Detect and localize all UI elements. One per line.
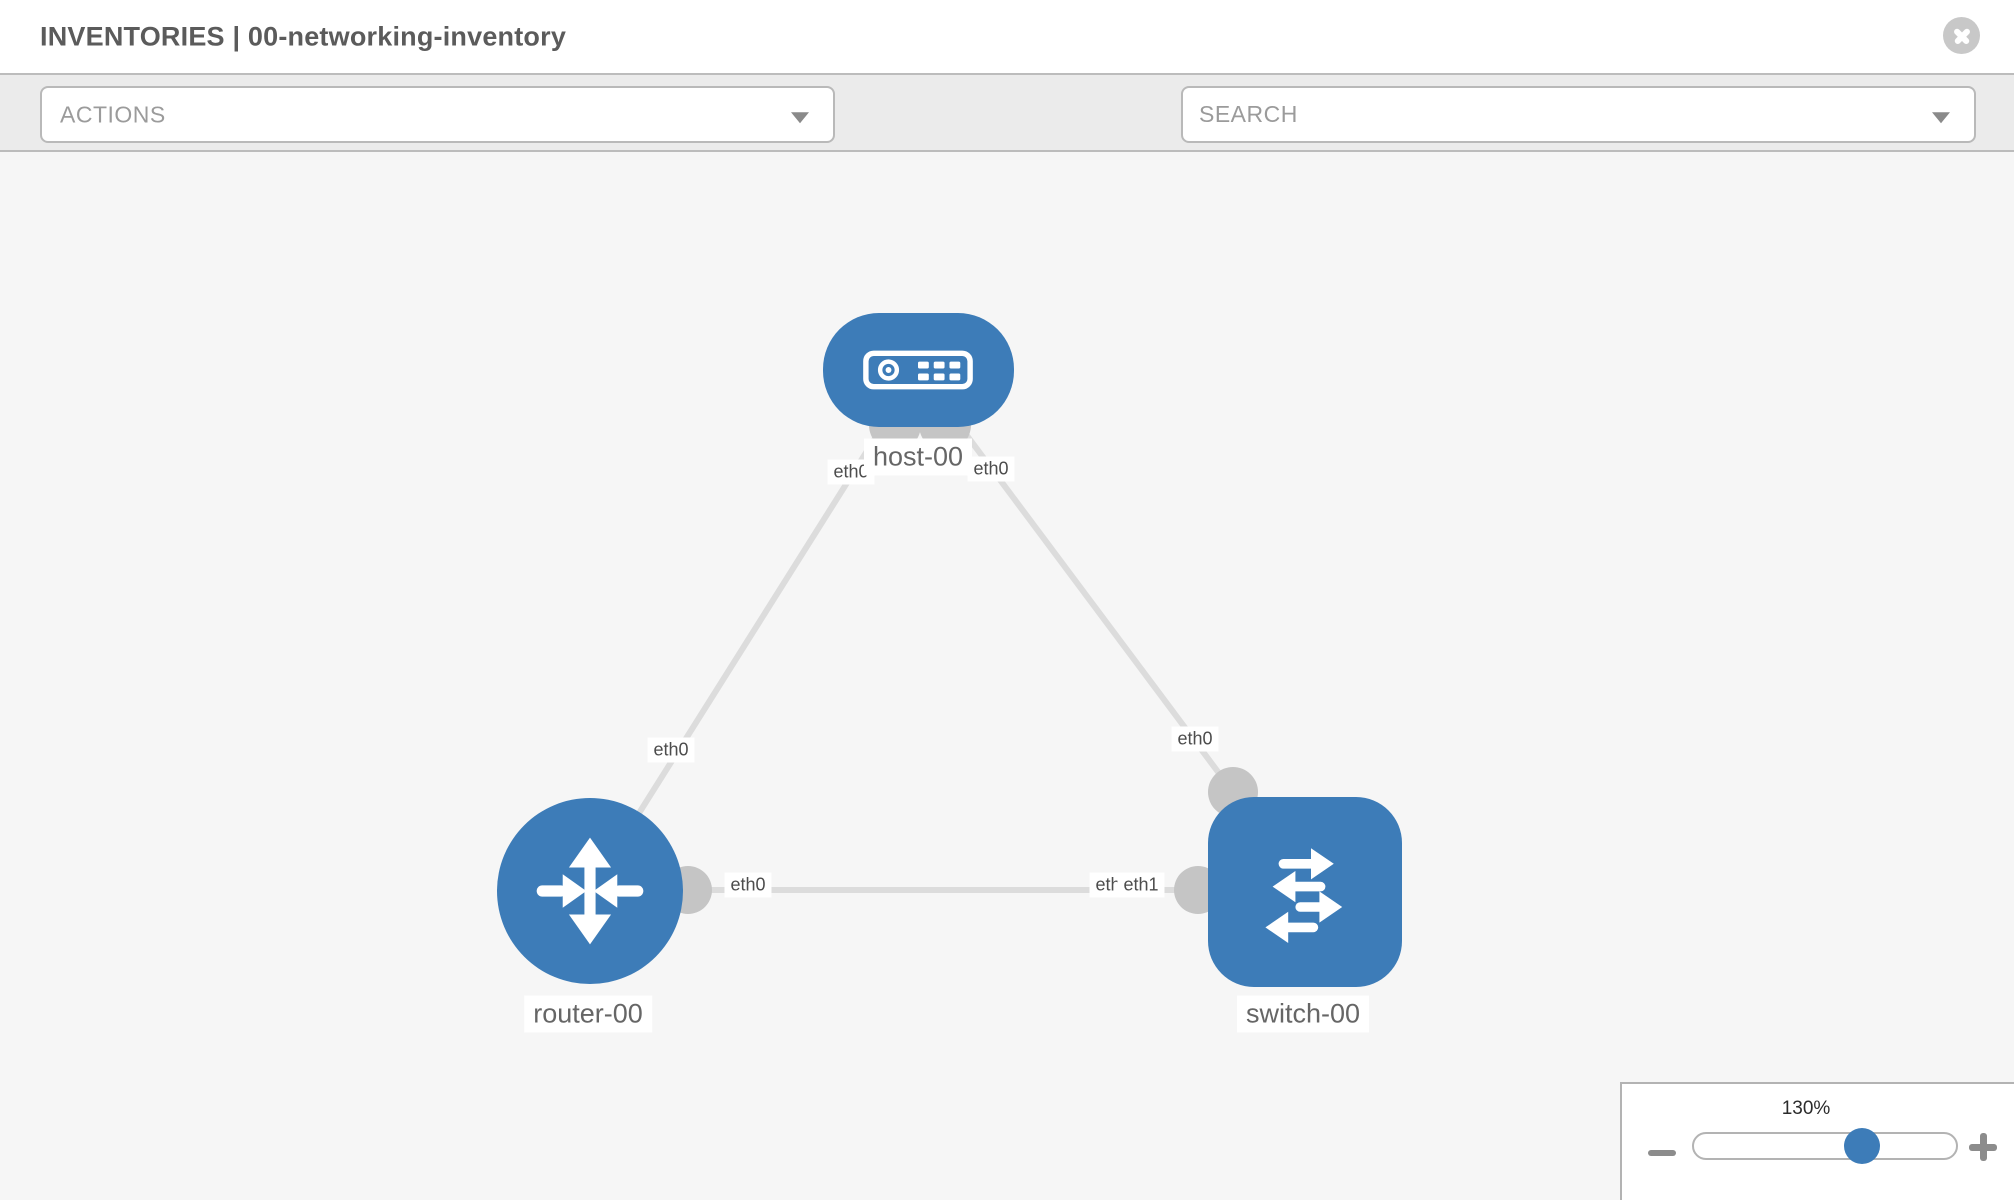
link-host-00--router-00[interactable] bbox=[587, 368, 921, 893]
actions-dropdown-label: ACTIONS bbox=[60, 101, 166, 127]
links-layer bbox=[587, 368, 1258, 914]
interface-label: eth1 bbox=[1117, 872, 1165, 898]
node-label-host-00: host-00 bbox=[863, 438, 973, 476]
interface-label: eth0 bbox=[647, 737, 695, 763]
chevron-down-icon bbox=[791, 111, 809, 123]
search-input[interactable] bbox=[1199, 90, 1899, 139]
toolbar: ACTIONS bbox=[0, 73, 2014, 205]
interface-label: eth0 bbox=[724, 872, 772, 898]
zoom-slider-thumb[interactable] bbox=[1843, 1128, 1880, 1164]
router-icon bbox=[536, 837, 644, 945]
close-icon bbox=[1948, 22, 1975, 49]
interface-label: eth0 bbox=[1171, 726, 1219, 752]
node-label-switch-00: switch-00 bbox=[1236, 995, 1370, 1033]
interface-label: eth0 bbox=[967, 456, 1015, 482]
switch-icon bbox=[1265, 848, 1343, 943]
node-router-00[interactable] bbox=[497, 798, 683, 984]
node-host-00[interactable] bbox=[822, 313, 1014, 427]
node-label-router-00: router-00 bbox=[524, 995, 652, 1033]
host-icon bbox=[863, 350, 973, 390]
chevron-down-icon bbox=[1932, 111, 1950, 123]
close-button[interactable] bbox=[1943, 17, 1980, 54]
zoom-out-button[interactable] bbox=[1646, 1140, 1680, 1166]
node-switch-00[interactable] bbox=[1208, 797, 1402, 987]
zoom-in-button[interactable] bbox=[1968, 1132, 1998, 1162]
search-box[interactable] bbox=[1181, 86, 1976, 143]
zoom-slider[interactable] bbox=[1692, 1128, 1958, 1164]
page-header: INVENTORIES | 00-networking-inventory bbox=[0, 0, 2014, 73]
actions-dropdown[interactable]: ACTIONS bbox=[40, 86, 835, 143]
zoom-panel: 130% bbox=[1620, 1082, 2014, 1200]
zoom-level-value: 130% bbox=[1781, 1098, 1831, 1119]
page-title: INVENTORIES | 00-networking-inventory bbox=[40, 21, 567, 51]
